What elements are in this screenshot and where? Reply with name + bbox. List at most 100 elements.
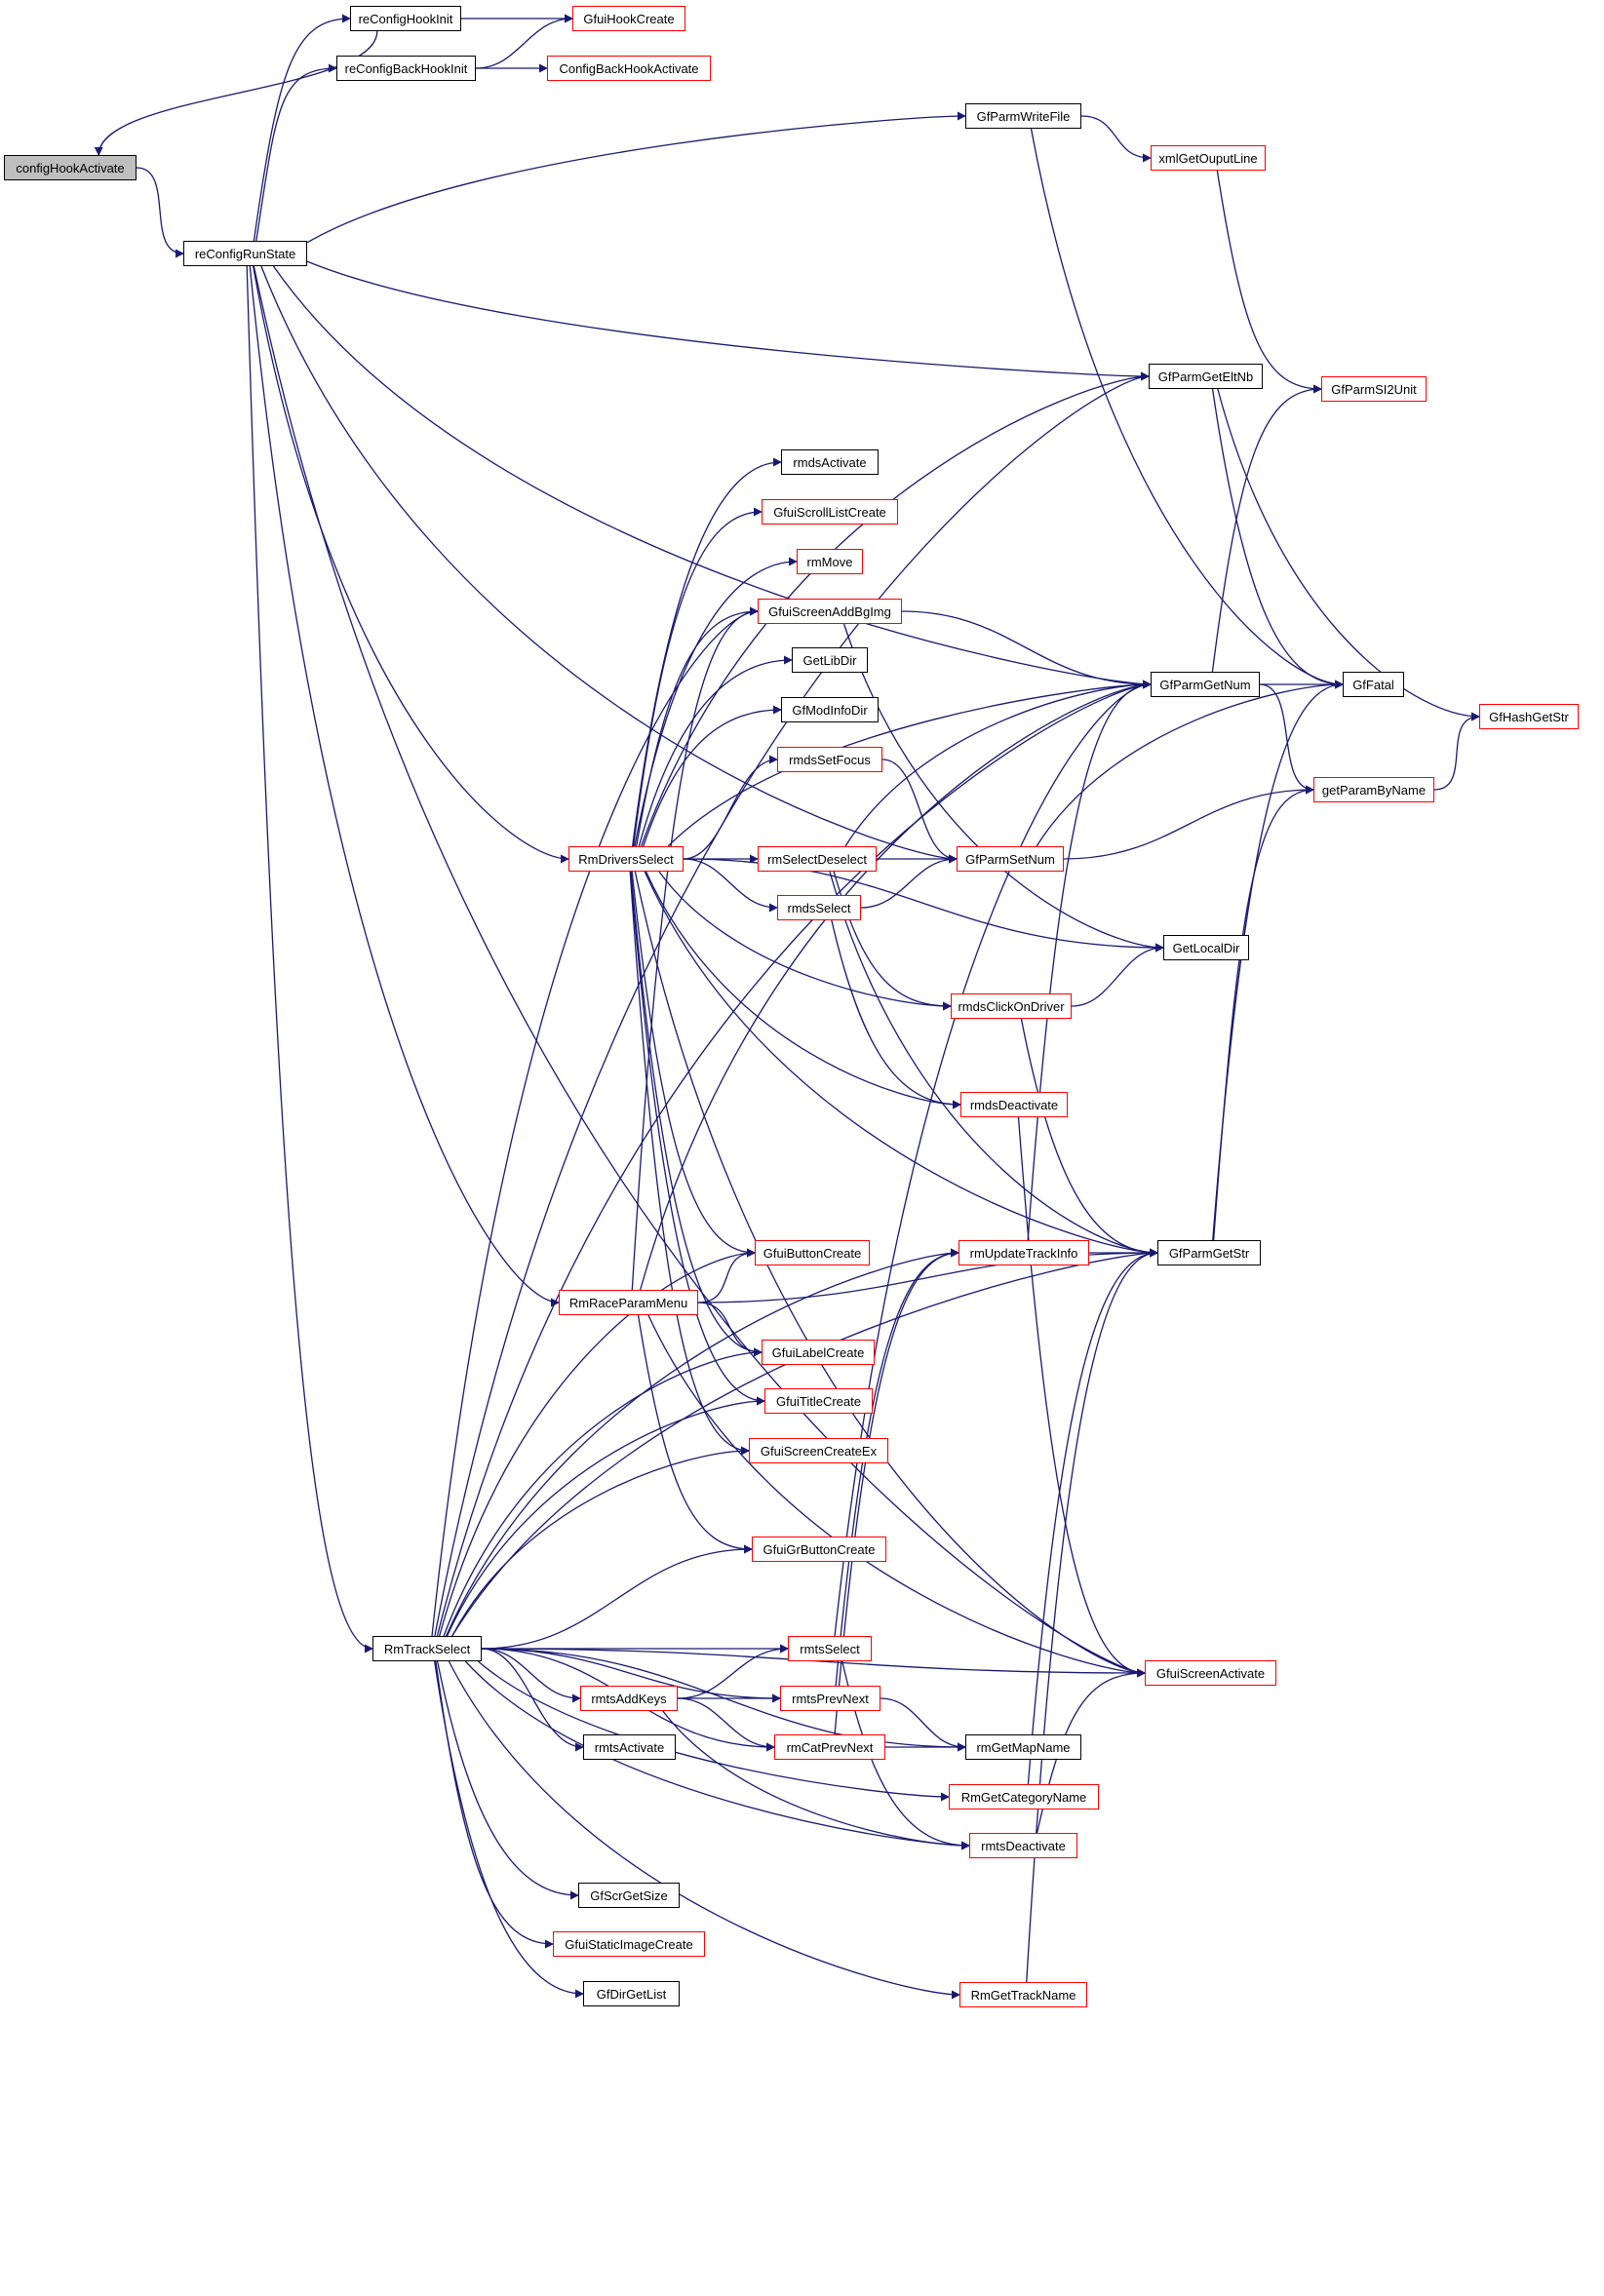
node-re-config-back-hook-init[interactable]: reConfigBackHookInit [336,56,476,81]
edge-rm-update-track-info-to-gf-parm-get-num [1027,680,1152,1241]
node-config-hook-activate[interactable]: configHookActivate [4,155,137,180]
node-label: rmtsActivate [594,1739,665,1755]
node-label: GfuiTitleCreate [776,1393,861,1409]
edge-re-config-run-state-to-rm-drivers-select [253,265,569,864]
edge-rmds-click-on-driver-to-gf-parm-get-str [1020,1018,1158,1258]
node-rmds-activate[interactable]: rmdsActivate [781,449,879,475]
node-gfui-label-create[interactable]: GfuiLabelCreate [762,1340,875,1365]
edge-rm-race-param-menu-to-gfui-screen-add-bg-img [631,606,759,1291]
node-gf-parm-si2-unit[interactable]: GfParmSI2Unit [1321,376,1427,402]
node-label: GfParmWriteFile [976,108,1071,124]
node-rmds-select[interactable]: rmdsSelect [777,895,861,920]
node-rmds-click-on-driver[interactable]: rmdsClickOnDriver [951,993,1072,1019]
node-label: reConfigBackHookInit [344,60,468,76]
node-gf-parm-get-num[interactable]: GfParmGetNum [1151,672,1260,697]
edge-re-config-run-state-to-gf-parm-write-file [306,111,966,244]
node-rm-update-track-info[interactable]: rmUpdateTrackInfo [958,1240,1089,1265]
node-gfui-screen-add-bg-img[interactable]: GfuiScreenAddBgImg [758,599,902,624]
edge-rm-get-track-name-to-gf-parm-get-str [1026,1248,1158,1983]
node-rm-get-map-name[interactable]: rmGetMapName [965,1734,1081,1760]
node-rm-cat-prev-next[interactable]: rmCatPrevNext [774,1734,885,1760]
node-gfui-title-create[interactable]: GfuiTitleCreate [764,1388,873,1414]
edge-rm-cat-prev-next-to-rm-update-track-info [834,1248,959,1735]
node-label: rmSelectDeselect [767,851,867,867]
node-label: rmdsActivate [793,454,867,470]
edge-gf-parm-write-file-to-xml-get-ouput-line [1080,115,1152,163]
node-rm-move[interactable]: rmMove [797,549,863,574]
node-gf-fatal[interactable]: GfFatal [1343,672,1404,697]
edge-rmds-set-focus-to-gf-parm-set-num [881,759,958,864]
edge-rm-drivers-select-to-gf-mod-info-dir [643,705,782,847]
node-label: GetLibDir [802,652,857,668]
node-gf-hash-get-str[interactable]: GfHashGetStr [1479,704,1579,729]
node-rm-get-track-name[interactable]: RmGetTrackName [959,1982,1087,2007]
node-rmds-set-focus[interactable]: rmdsSetFocus [777,747,882,772]
node-label: GfModInfoDir [792,702,868,718]
edge-rm-track-select-to-gf-scr-get-size [436,1660,579,1900]
node-gf-parm-get-elt-nb[interactable]: GfParmGetEltNb [1149,364,1263,389]
node-label: rmdsSetFocus [789,752,871,767]
edge-config-hook-activate-to-re-config-run-state [136,167,184,258]
edge-rmts-add-keys-to-rmts-select [677,1644,789,1699]
edge-gf-parm-get-num-to-get-param-by-name [1259,683,1314,795]
node-gf-parm-set-num[interactable]: GfParmSetNum [957,846,1064,872]
node-get-local-dir[interactable]: GetLocalDir [1163,935,1249,960]
edge-rm-track-select-to-gfui-button-create [439,1248,756,1637]
edge-rm-drivers-select-to-gfui-label-create [630,871,763,1357]
node-rmts-add-keys[interactable]: rmtsAddKeys [580,1686,678,1711]
node-label: rmGetMapName [976,1739,1071,1755]
edge-rmts-add-keys-to-rm-cat-prev-next [677,1697,775,1752]
node-gf-dir-get-list[interactable]: GfDirGetList [583,1981,680,2006]
edge-gfui-screen-add-bg-img-to-get-local-dir [842,623,1164,953]
node-gfui-screen-activate[interactable]: GfuiScreenActivate [1145,1660,1276,1686]
edge-re-config-run-state-to-gfui-screen-activate [253,265,1146,1678]
node-re-config-hook-init[interactable]: reConfigHookInit [350,6,461,31]
node-gfui-hook-create[interactable]: GfuiHookCreate [572,6,685,31]
node-rm-drivers-select[interactable]: RmDriversSelect [568,846,684,872]
edge-rm-track-select-to-rmts-prev-next [481,1648,781,1703]
edge-rm-track-select-to-gf-dir-get-list [434,1660,584,1999]
edge-rm-drivers-select-to-gfui-screen-add-bg-img [636,606,759,847]
edge-re-config-run-state-to-re-config-back-hook-init [255,63,337,242]
edge-gf-parm-get-elt-nb-to-gf-fatal [1211,388,1344,689]
edge-gf-parm-get-str-to-gf-fatal [1212,680,1344,1241]
node-gfui-scroll-list-create[interactable]: GfuiScrollListCreate [762,499,898,525]
node-rm-track-select[interactable]: RmTrackSelect [372,1636,482,1661]
edge-rm-drivers-select-to-gfui-screen-create-ex [629,871,750,1456]
node-label: xmlGetOuputLine [1158,150,1258,166]
edge-rm-race-param-menu-to-gf-parm-get-num [640,680,1152,1291]
node-rmts-prev-next[interactable]: rmtsPrevNext [780,1686,880,1711]
node-get-lib-dir[interactable]: GetLibDir [792,647,868,673]
node-rmts-select[interactable]: rmtsSelect [788,1636,872,1661]
node-gfui-button-create[interactable]: GfuiButtonCreate [755,1240,870,1265]
edge-rm-race-param-menu-to-gfui-button-create [697,1248,756,1304]
node-label: GfuiLabelCreate [771,1344,865,1360]
node-xml-get-ouput-line[interactable]: xmlGetOuputLine [1151,145,1266,171]
node-re-config-run-state[interactable]: reConfigRunState [183,241,307,266]
node-label: rmdsClickOnDriver [958,998,1065,1014]
edge-rm-drivers-select-to-gfui-button-create [631,871,756,1258]
node-gfui-screen-create-ex[interactable]: GfuiScreenCreateEx [749,1438,888,1463]
node-rm-select-deselect[interactable]: rmSelectDeselect [758,846,877,872]
node-rmts-deactivate[interactable]: rmtsDeactivate [969,1833,1077,1858]
node-gf-mod-info-dir[interactable]: GfModInfoDir [781,697,879,722]
node-gf-parm-write-file[interactable]: GfParmWriteFile [965,103,1081,129]
node-rmts-activate[interactable]: rmtsActivate [583,1734,676,1760]
node-label: GfScrGetSize [590,1887,668,1903]
edge-re-config-run-state-to-gf-parm-get-elt-nb [306,260,1150,381]
node-config-back-hook-activate[interactable]: ConfigBackHookActivate [547,56,711,81]
edge-re-config-back-hook-init-to-gfui-hook-create [475,14,573,69]
edge-rm-drivers-select-to-rmds-activate [632,457,782,847]
node-get-param-by-name[interactable]: getParamByName [1313,777,1434,802]
node-rm-get-category-name[interactable]: RmGetCategoryName [949,1784,1099,1810]
node-gf-parm-get-str[interactable]: GfParmGetStr [1157,1240,1261,1265]
node-gfui-gr-button-create[interactable]: GfuiGrButtonCreate [752,1537,886,1562]
edge-gf-parm-get-str-to-get-param-by-name [1212,785,1314,1241]
edge-rm-race-param-menu-to-gfui-label-create [697,1302,763,1357]
edge-rm-track-select-to-gfui-gr-button-create [481,1544,753,1650]
node-gf-scr-get-size[interactable]: GfScrGetSize [578,1883,680,1908]
node-gfui-static-image-create[interactable]: GfuiStaticImageCreate [553,1931,705,1957]
node-rmds-deactivate[interactable]: rmdsDeactivate [960,1092,1068,1117]
node-rm-race-param-menu[interactable]: RmRaceParamMenu [559,1290,698,1315]
